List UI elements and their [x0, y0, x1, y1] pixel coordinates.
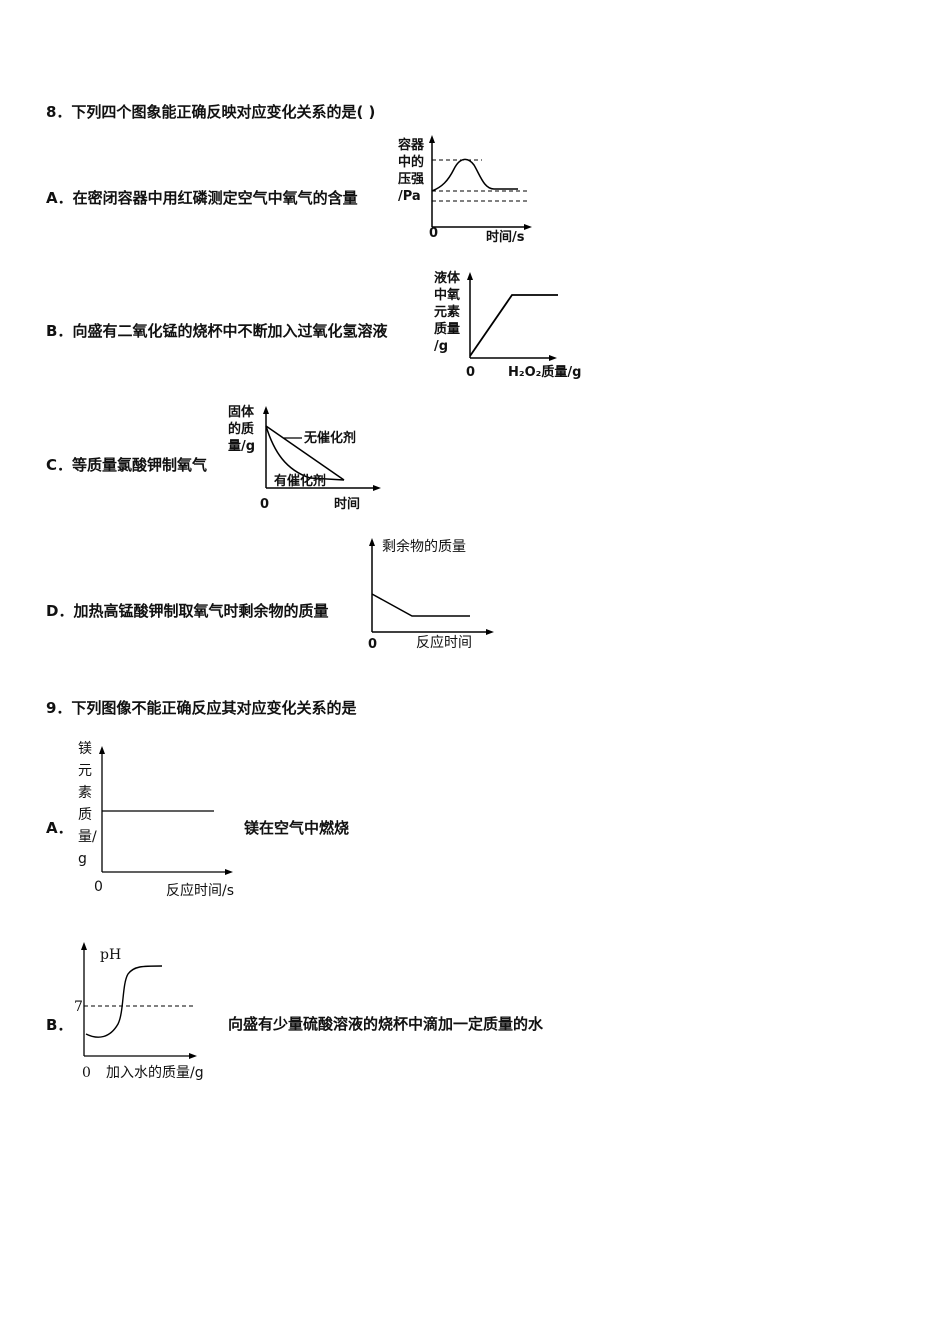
q8-a-x-arrow [524, 224, 532, 230]
q8-b-graph: 液体 中氧 元素 质量 /g 0 H₂O₂质量/g [432, 268, 592, 383]
q8-a-ylabel-line: /Pa [398, 189, 421, 204]
q9-b-xlabel: 加入水的质量/g [106, 1065, 204, 1081]
q8-option-d-text: 加热高锰酸钾制取氧气时剩余物的质量 [73, 602, 329, 620]
q8-option-c-letter: C． [46, 456, 73, 474]
q8-d-origin: 0 [368, 637, 378, 652]
q9-option-b-letter: B． [46, 1016, 73, 1034]
q8-option-a: A．在密闭容器中用红磷测定空气中氧气的含量 [46, 187, 358, 208]
q8-option-a-letter: A． [46, 189, 73, 207]
q9-option-b-text: 向盛有少量硫酸溶液的烧杯中滴加一定质量的水 [228, 1015, 544, 1033]
q9-a-graph: 镁 元 素 质 量/ g 0 反应时间/s [74, 736, 249, 901]
q8-option-c: C．等质量氯酸钾制氧气 [46, 454, 207, 475]
q8-c-curve1-label: 无催化剂 [304, 431, 357, 446]
q8-a-graph-svg [429, 135, 532, 230]
q9-a-ylabel-line: 素 [78, 785, 92, 801]
q8-c-ylabel: 固体 的质 量/g [228, 404, 258, 455]
q9-b-graph-svg [81, 942, 197, 1059]
q8-c-catalyzed-curve [265, 425, 345, 481]
q8-option-d: D．加热高锰酸钾制取氧气时剩余物的质量 [46, 600, 328, 621]
q8-b-ylabel-line: 液体 [434, 271, 461, 286]
q8-b-ylabel-line: 元素 [434, 305, 461, 320]
q8-c-y-arrow [263, 406, 269, 414]
q9-a-graph-svg [99, 746, 233, 875]
q9-b-y-arrow [81, 942, 87, 950]
q8-b-xlabel: H₂O₂质量/g [508, 365, 582, 380]
q8-c-xlabel: 时间 [334, 497, 361, 512]
q8-c-ylabel-line: 量/g [228, 439, 256, 454]
q8-d-graph: 剩余物的质量 0 反应时间 [360, 532, 520, 657]
q9-b-x-arrow [189, 1053, 197, 1059]
q8-b-origin: 0 [466, 365, 476, 380]
q8-option-b: B．向盛有二氧化锰的烧杯中不断加入过氧化氢溶液 [46, 320, 387, 341]
q9-a-ylabel: 镁 元 素 质 量/ g [78, 738, 100, 870]
q8-b-x-arrow [549, 355, 557, 361]
q8-a-xlabel: 时间/s [486, 230, 525, 245]
q9-option-a-text: 镁在空气中燃烧 [244, 819, 350, 837]
q8-a-ylabel: 容器 中的 压强 /Pa [398, 137, 428, 205]
q8-b-oxygen-mass-line [469, 294, 558, 357]
q9-a-xlabel: 反应时间/s [166, 883, 235, 899]
q9-option-a-letter: A． [46, 819, 73, 837]
q9-b-ref-7: 7 [74, 999, 83, 1015]
q8-a-pressure-curve [431, 158, 518, 192]
q8-c-graph-svg [263, 406, 381, 491]
q8-d-xlabel: 反应时间 [416, 635, 472, 651]
q9-a-x-arrow [225, 869, 233, 875]
q8-option-b-text: 向盛有二氧化锰的烧杯中不断加入过氧化氢溶液 [72, 322, 388, 340]
q8-a-ylabel-line: 压强 [398, 172, 425, 187]
q8-a-graph: 容器 中的 压强 /Pa 0 时间/s [394, 135, 544, 245]
q9-a-origin: 0 [94, 879, 103, 895]
q8-a-origin: 0 [429, 226, 439, 241]
q8-b-ylabel: 液体 中氧 元素 质量 /g [434, 270, 464, 355]
q8-c-graph: 固体 的质 量/g 无催化剂 有催化剂 0 时间 [226, 402, 386, 517]
q8-d-y-arrow [369, 538, 375, 546]
q8-d-graph-svg [369, 538, 494, 635]
q8-c-curve2-label: 有催化剂 [274, 474, 327, 489]
q9-b-graph: pH 7 0 加入水的质量/g [68, 936, 238, 1086]
question-9-stem: 9．下列图像不能正确反应其对应变化关系的是 [46, 699, 357, 717]
q8-b-ylabel-line: 质量 [434, 322, 461, 337]
q9-a-y-arrow [99, 746, 105, 754]
q8-b-ylabel-line: 中氧 [434, 288, 461, 303]
q8-option-b-letter: B． [46, 322, 73, 340]
q8-b-y-arrow [467, 272, 473, 280]
q8-d-ylabel: 剩余物的质量 [382, 539, 466, 555]
q8-c-x-arrow [373, 485, 381, 491]
q8-a-y-arrow [429, 135, 435, 143]
q8-option-c-text: 等质量氯酸钾制氧气 [72, 456, 208, 474]
q9-a-ylabel-line: g [78, 851, 87, 867]
q9-a-ylabel-line: 镁 [78, 741, 92, 757]
q9-a-ylabel-line: 质 [78, 807, 92, 823]
q9-a-ylabel-line: 元 [78, 763, 92, 779]
q9-b-ylabel: pH [100, 947, 122, 963]
q8-a-ylabel-line: 容器 [398, 138, 425, 153]
q8-c-ylabel-line: 固体 [228, 405, 255, 420]
q9-b-ph-curve [85, 965, 163, 1038]
q8-option-a-text: 在密闭容器中用红磷测定空气中氧气的含量 [72, 189, 358, 207]
q8-option-d-letter: D． [46, 602, 74, 620]
q8-c-origin: 0 [260, 497, 270, 512]
q8-a-ylabel-line: 中的 [398, 155, 425, 170]
q8-c-uncatalyzed-line [265, 425, 345, 481]
q8-c-ylabel-line: 的质 [228, 422, 255, 437]
q8-d-residue-mass-line [371, 593, 470, 617]
q9-a-ylabel-line: 量/ [78, 829, 97, 845]
q8-d-x-arrow [486, 629, 494, 635]
q9-b-origin: 0 [82, 1065, 91, 1081]
q8-b-ylabel-line: /g [434, 339, 449, 354]
question-8-stem: 8．下列四个图象能正确反映对应变化关系的是( ) [46, 103, 376, 121]
q8-b-graph-svg [467, 272, 558, 361]
